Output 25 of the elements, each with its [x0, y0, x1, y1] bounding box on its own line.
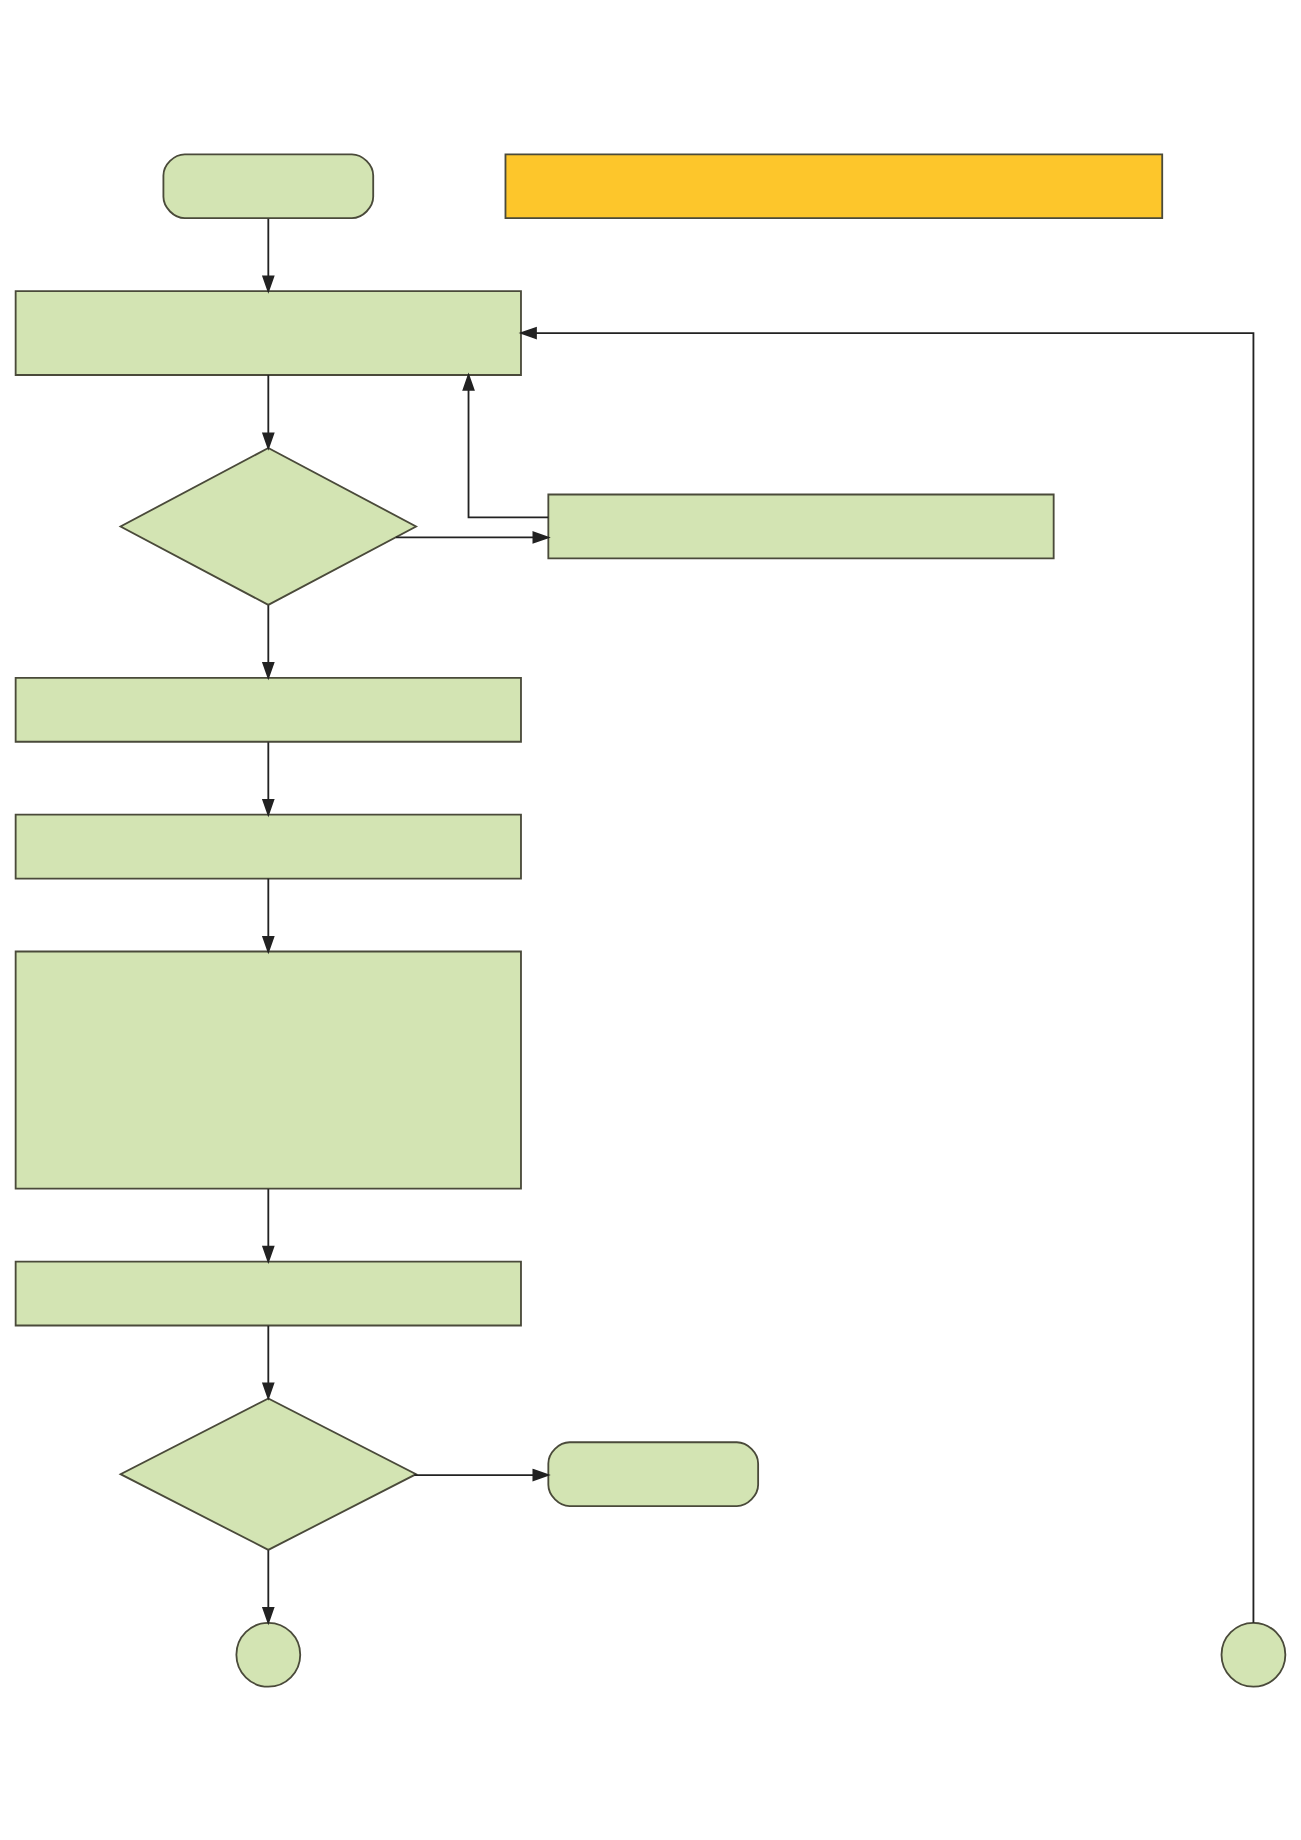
node-pill	[547, 1440, 760, 1507]
node-box	[14, 1260, 522, 1326]
arrow	[261, 740, 275, 817]
arrow	[261, 1187, 275, 1264]
node-box	[504, 152, 1164, 219]
arrow	[261, 217, 275, 294]
arrow	[261, 1548, 275, 1625]
arrow	[518, 326, 1255, 1624]
node-box	[14, 676, 522, 743]
node-circle	[1220, 1621, 1287, 1688]
node-box	[14, 289, 522, 376]
arrow	[413, 1468, 551, 1481]
node-diamond	[118, 1396, 419, 1551]
node-pill	[162, 152, 375, 219]
node-box	[14, 950, 522, 1190]
arrow	[261, 603, 275, 680]
node-diamond	[118, 446, 419, 606]
arrow	[462, 372, 550, 518]
node-circle	[235, 1621, 302, 1688]
arrow	[261, 373, 275, 451]
arrow	[395, 530, 551, 544]
arrow	[261, 877, 275, 954]
node-box	[547, 493, 1055, 559]
arrow	[261, 1324, 275, 1401]
node-box	[14, 813, 522, 879]
